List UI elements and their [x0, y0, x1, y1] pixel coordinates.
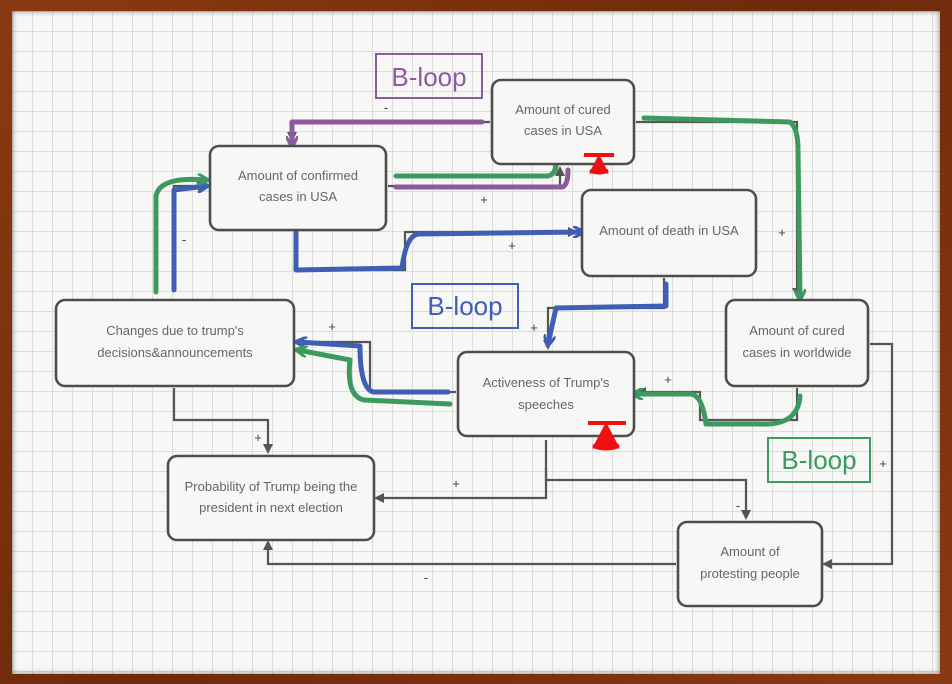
red-marker-cured-usa	[584, 153, 614, 175]
node-cured-usa-line2: cases in USA	[524, 123, 602, 138]
blue-stroke-speeches-to-changes	[298, 342, 451, 395]
node-labels: Amount of cured cases in USA Amount of c…	[97, 102, 851, 581]
node-trump-changes-line1: Changes due to trump's	[106, 323, 244, 338]
node-trump-changes-line2: decisions&announcements	[97, 345, 253, 360]
node-trump-speeches-box[interactable]	[456, 350, 636, 438]
blue-b-loop-stroke	[171, 186, 669, 395]
node-trump-speeches-line2: speeches	[518, 397, 574, 412]
sign-world-to-protesting: +	[879, 456, 887, 471]
link-speeches-to-changes	[294, 337, 456, 394]
sign-world-to-speeches: +	[664, 372, 672, 387]
red-marker-trump-speeches	[588, 421, 626, 451]
node-death-usa-line1: Amount of death in USA	[599, 223, 739, 238]
green-stroke-changes-to-confirmed	[153, 179, 206, 295]
sign-protesting-to-probability: -	[424, 570, 428, 585]
purple-stroke-bottom	[393, 167, 571, 190]
sign-changes-to-probability: +	[254, 430, 262, 445]
node-cured-usa-line1: Amount of cured	[515, 102, 610, 117]
node-trump-changes-box[interactable]	[54, 298, 296, 388]
link-speeches-to-protesting	[544, 468, 751, 520]
node-confirmed-usa-box[interactable]	[208, 144, 388, 232]
green-b-loop-stroke	[153, 115, 803, 427]
loop-labels: B-loop B-loop B-loop	[375, 53, 871, 483]
purple-loop-label-box[interactable]	[375, 53, 483, 99]
blue-stroke-changes-to-confirmed	[171, 186, 206, 293]
green-loop-label-box[interactable]	[767, 437, 871, 483]
link-changes-to-probability	[172, 388, 273, 454]
sign-speeches-to-probability: +	[452, 476, 460, 491]
sign-speeches-to-changes: +	[328, 319, 336, 334]
node-trump-speeches-line1: Activeness of Trump's	[483, 375, 610, 390]
purple-stroke-top	[292, 119, 485, 145]
node-protesting-line1: Amount of	[720, 544, 780, 559]
sign-speeches-to-protesting: -	[736, 498, 740, 513]
blue-loop-label: B-loop	[427, 291, 502, 321]
link-changes-to-confirmed	[172, 181, 208, 290]
blue-stroke-confirmed-to-death	[293, 232, 582, 273]
link-world-to-protesting	[822, 342, 894, 569]
node-confirmed-usa-line2: cases in USA	[259, 189, 337, 204]
sign-confirmed-purple: +	[480, 192, 488, 207]
purple-b-loop-stroke	[292, 119, 571, 190]
node-probability-line2: president in next election	[199, 500, 343, 515]
node-cured-world-box[interactable]	[724, 298, 870, 388]
node-probability-line1: Probability of Trump being the	[185, 479, 358, 494]
node-protesting-line2: protesting people	[700, 566, 800, 581]
node-confirmed-usa-line1: Amount of confirmed	[238, 168, 358, 183]
node-protesting-box[interactable]	[676, 520, 824, 608]
green-stroke-confirmed-to-cured	[393, 161, 559, 179]
node-cured-world-line2: cases in worldwide	[742, 345, 851, 360]
sign-cured-to-confirmed: -	[384, 100, 388, 115]
node-probability-box[interactable]	[166, 454, 376, 542]
blue-stroke-death-to-speeches	[548, 281, 669, 344]
node-cured-usa-box[interactable]	[490, 78, 636, 166]
link-death-to-speeches	[543, 278, 666, 350]
node-death-usa-box[interactable]	[580, 188, 758, 278]
green-stroke-cured-to-world	[641, 115, 800, 298]
red-markers	[584, 153, 626, 451]
green-stroke-world-to-speeches	[634, 394, 803, 427]
green-loop-label: B-loop	[781, 445, 856, 475]
node-boxes	[54, 78, 870, 608]
link-cured-to-confirmed	[287, 120, 490, 142]
sign-changes-to-confirmed: -	[182, 232, 186, 247]
node-cured-world-line1: Amount of cured	[749, 323, 844, 338]
polarity-signs: - + + + + + + - + + - + -	[182, 100, 887, 585]
sign-cured-to-world: +	[778, 225, 786, 240]
green-stroke-speeches-to-changes	[298, 350, 453, 407]
blue-loop-label-box[interactable]	[411, 283, 519, 329]
sign-confirmed-to-death: +	[508, 238, 516, 253]
link-protesting-to-probability	[263, 540, 676, 566]
sign-death-to-speeches: +	[530, 320, 538, 335]
purple-loop-label: B-loop	[391, 62, 466, 92]
link-speeches-to-probability	[374, 440, 548, 503]
